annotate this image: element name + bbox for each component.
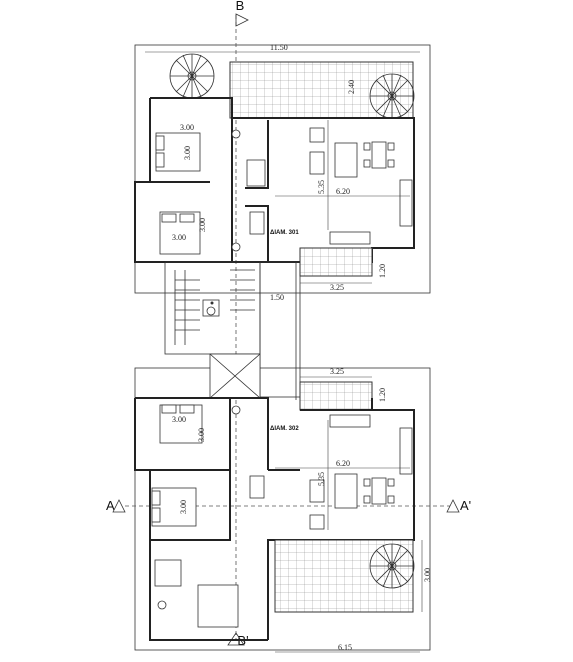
dim-bedroom3-h: 3.00	[197, 428, 206, 442]
spiral-stair-icon	[369, 543, 415, 589]
label-apartment-301: ΔΙΑΜ. 301	[270, 230, 299, 236]
section-mark-top: B	[236, 0, 245, 13]
dim-balcony-upper-w: 3.25	[330, 283, 344, 292]
terrace-lower	[274, 539, 414, 613]
section-flag-right	[446, 499, 460, 513]
plot-boundary-upper	[134, 44, 431, 294]
dim-balcony-upper-h: 1.20	[378, 264, 387, 278]
bathtub-upper	[246, 159, 266, 187]
section-flag-left	[112, 499, 126, 513]
dim-living-lower-len: 6.20	[336, 459, 350, 468]
walls-lower	[134, 397, 415, 641]
walls-upper	[134, 97, 415, 263]
dim-living-lower-h: 5.35	[317, 472, 326, 486]
dim-bedroom1-h: 3.00	[183, 146, 192, 160]
sofa-upper	[334, 142, 358, 178]
plot-boundary-lower	[134, 367, 431, 651]
wc-lower	[231, 405, 241, 415]
corridor	[259, 261, 301, 398]
dim-overall-width: 11.50	[270, 43, 288, 52]
dim-bedroom2-h: 3.00	[198, 218, 207, 232]
wc-upper	[231, 129, 241, 139]
dim-balcony-lower-h: 1.20	[378, 388, 387, 402]
section-mark-right: A'	[460, 498, 471, 513]
label-apartment-302: ΔΙΑΜ. 302	[270, 426, 299, 432]
dim-living-upper-h: 5.35	[317, 180, 326, 194]
dim-balcony-lower-w: 3.25	[330, 367, 344, 376]
table-lower	[371, 477, 387, 505]
dim-terrace-upper: 2.40	[347, 80, 356, 94]
section-flag-top	[235, 13, 249, 27]
dim-bedroom4-h: 3.00	[179, 500, 188, 514]
dim-bedroom3-w: 3.00	[172, 415, 186, 424]
dim-bedroom1-w: 3.00	[180, 123, 194, 132]
kitchen-lower	[399, 427, 413, 475]
balcony-upper	[299, 247, 373, 277]
kitchen-upper	[399, 179, 413, 227]
sofa-lower	[334, 473, 358, 509]
dim-terrace-lower: 3.00	[423, 568, 432, 582]
dim-lower-width: 6.15	[338, 643, 352, 652]
dim-corridor: 1.50	[270, 293, 284, 302]
balcony-lower	[299, 381, 373, 411]
dim-living-upper-len: 6.20	[336, 187, 350, 196]
dim-bedroom2-w: 3.00	[172, 233, 186, 242]
table-upper	[371, 141, 387, 169]
section-mark-left: A	[106, 498, 115, 513]
spiral-stair-icon	[169, 53, 215, 99]
wheelchair-icon	[202, 299, 220, 317]
spiral-stair-icon	[369, 73, 415, 119]
bed-5	[197, 584, 239, 628]
bathtub-lower	[154, 559, 182, 587]
